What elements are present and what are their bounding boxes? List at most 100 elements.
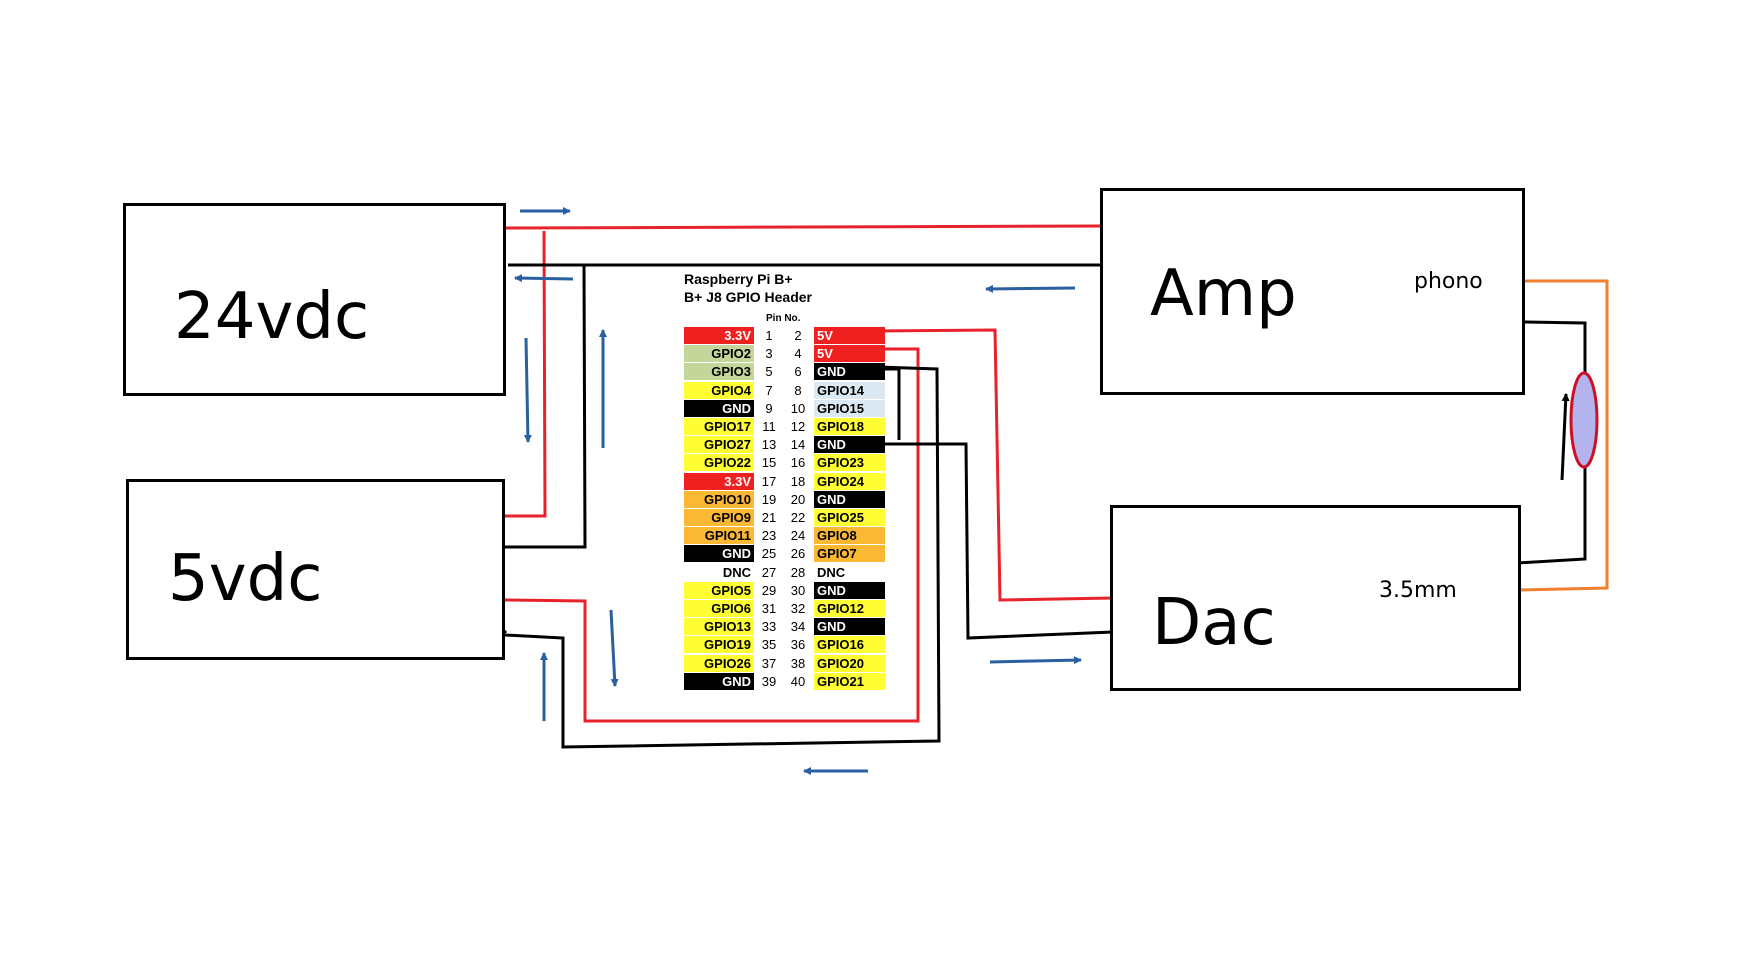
gpio-pin-name-left: GND xyxy=(684,545,754,563)
audio-wire xyxy=(1516,279,1609,592)
flow-arrow-icon xyxy=(989,656,1082,665)
gpio-pin-name-left: GPIO19 xyxy=(684,636,754,654)
gpio-pin-number-left: 23 xyxy=(761,528,777,544)
gpio-pin-name-right: GPIO23 xyxy=(814,454,885,472)
audio-connector-icon xyxy=(1569,371,1599,469)
gpio-pin-name-right: 5V xyxy=(814,327,885,344)
amp-block: Amp phono xyxy=(1100,188,1525,395)
gpio-pin-name-right: GPIO24 xyxy=(814,472,885,490)
gpio-row: 3.3V 1 2 5V xyxy=(684,327,885,345)
gpio-pin-number-right: 4 xyxy=(794,346,802,362)
gpio-row: GND 25 26 GPIO7 xyxy=(684,545,885,563)
gpio-pin-name-right: GND xyxy=(814,581,885,599)
gpio-pin-name-left: GPIO13 xyxy=(684,618,754,636)
positive-wires xyxy=(504,224,1114,723)
wire-5v-ground-to-pi xyxy=(457,365,941,749)
flow-arrow-icon xyxy=(985,284,1076,293)
gpio-pin-name-right: GPIO7 xyxy=(814,545,885,563)
gpio-pin-number-right: 2 xyxy=(794,328,802,343)
gpio-pin-number-left: 25 xyxy=(761,546,777,562)
gpio-pin-number-right: 20 xyxy=(790,491,806,507)
amp-port-label: phono xyxy=(1414,269,1483,294)
gpio-pin-number-left: 3 xyxy=(765,346,773,362)
gpio-pin-name-right: GPIO16 xyxy=(814,636,885,654)
gpio-pin-number-left: 11 xyxy=(762,419,776,434)
gpio-row: DNC 27 28 DNC xyxy=(684,563,885,582)
supply-5v-block: 5vdc xyxy=(126,479,505,660)
gpio-pin-name-left: GPIO9 xyxy=(684,509,754,526)
gpio-pin-name-right: GPIO8 xyxy=(814,527,885,545)
supply-24v-label: 24vdc xyxy=(174,280,370,354)
wire-pi-gnd-to-dac-b xyxy=(874,442,1114,640)
wire-5v-to-pi-5v xyxy=(504,347,920,723)
gpio-pin-number-left: 7 xyxy=(765,382,773,398)
gpio-pin-number-right: 22 xyxy=(790,510,806,525)
flow-arrows xyxy=(514,207,1082,775)
gpio-pin-number-left: 17 xyxy=(761,473,777,489)
flow-arrow-icon xyxy=(523,337,532,443)
gpio-pin-name-left: GPIO4 xyxy=(684,381,754,399)
gpio-pin-name-left: GPIO22 xyxy=(684,454,754,472)
gpio-pin-name-right: DNC xyxy=(814,563,885,581)
gpio-pin-name-right: GND xyxy=(814,618,885,636)
gpio-pin-name-right: 5V xyxy=(814,345,885,363)
gpio-pin-name-right: GND xyxy=(814,490,885,508)
gpio-pin-name-left: GPIO3 xyxy=(684,363,754,381)
gpio-pin-number-left: 19 xyxy=(761,491,777,507)
gpio-pin-number-right: 28 xyxy=(790,564,806,580)
gpio-pin-name-right: GPIO21 xyxy=(814,672,885,690)
gpio-pin-number-right: 40 xyxy=(790,673,806,689)
gpio-pin-number-right: 30 xyxy=(790,582,806,598)
supply-24v-block: 24vdc xyxy=(123,203,506,396)
signal-arrow-icon xyxy=(1560,393,1570,481)
gpio-row: GPIO19 35 36 GPIO16 xyxy=(684,636,885,654)
gpio-pin-name-left: GPIO5 xyxy=(684,581,754,599)
gpio-pin-number-right: 16 xyxy=(790,455,806,471)
gpio-row: GPIO10 19 20 GND xyxy=(684,490,885,509)
gpio-pin-number-left: 1 xyxy=(765,328,773,343)
gpio-pin-number-left: 21 xyxy=(761,510,777,525)
gpio-title-line2: B+ J8 GPIO Header xyxy=(684,289,813,305)
gpio-pin-name-left: DNC xyxy=(684,563,754,581)
gpio-pin-number-right: 6 xyxy=(794,364,802,380)
gpio-pin-number-right: 34 xyxy=(790,619,806,635)
gpio-pin-number-left: 35 xyxy=(761,637,777,653)
gpio-pin-number-right: 14 xyxy=(790,437,806,453)
gpio-pin-name-left: GPIO17 xyxy=(684,418,754,435)
gpio-pin-name-left: GND xyxy=(684,672,754,690)
gpio-pin-name-left: GPIO11 xyxy=(684,527,754,545)
gpio-pin-number-right: 12 xyxy=(790,419,806,434)
amp-label: Amp xyxy=(1150,257,1297,331)
wire-24v-to-5v xyxy=(505,230,547,518)
gpio-pin-number-left: 27 xyxy=(761,564,777,580)
gpio-pin-number-right: 10 xyxy=(790,400,806,416)
gpio-pin-number-right: 8 xyxy=(794,382,802,398)
wire-24v-ground-drop xyxy=(505,264,587,549)
gpio-pin-no-label: Pin No. xyxy=(766,313,801,324)
gpio-pin-name-right: GPIO20 xyxy=(814,654,885,672)
gpio-pin-number-right: 26 xyxy=(790,546,806,562)
gpio-row: GPIO13 33 34 GND xyxy=(684,618,885,636)
gpio-pin-name-left: 3.3V xyxy=(684,327,754,344)
dac-port-label: 3.5mm xyxy=(1379,578,1457,603)
gpio-pin-number-left: 33 xyxy=(761,619,777,635)
gpio-pin-number-left: 37 xyxy=(761,655,777,671)
gpio-title-line1: Raspberry Pi B+ xyxy=(684,271,793,287)
gpio-pin-name-left: GPIO10 xyxy=(684,490,754,508)
gpio-pin-name-right: GPIO15 xyxy=(814,399,885,417)
gpio-pin-number-right: 36 xyxy=(790,637,806,653)
dac-block: Dac 3.5mm xyxy=(1110,505,1521,691)
gpio-pin-number-left: 31 xyxy=(761,601,777,616)
